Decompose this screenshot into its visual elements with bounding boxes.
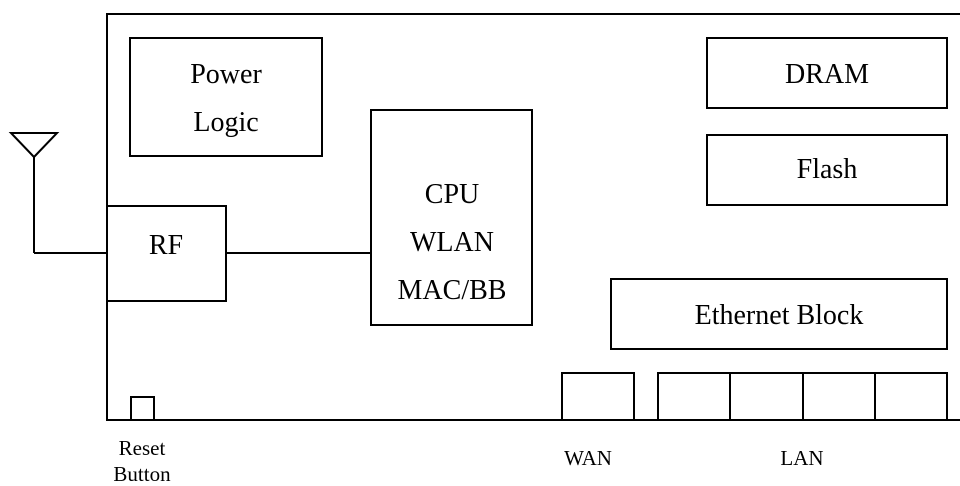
reset-label-line1: Reset bbox=[119, 436, 166, 460]
antenna-icon bbox=[8, 132, 107, 254]
lan-port bbox=[729, 372, 804, 421]
dram-block: DRAM bbox=[706, 37, 948, 109]
reset-button-icon bbox=[130, 396, 155, 421]
wan-label: WAN bbox=[564, 446, 612, 470]
flash-block: Flash bbox=[706, 134, 948, 206]
ethernet-block: Ethernet Block bbox=[610, 278, 948, 350]
lan-ports bbox=[657, 372, 948, 421]
cpu-block: CPU WLAN MAC/BB bbox=[370, 109, 533, 326]
rf-block: RF bbox=[106, 205, 227, 302]
rf-label: RF bbox=[149, 230, 183, 261]
cpu-label-line2: WLAN bbox=[410, 227, 494, 258]
power-logic-block: Power Logic bbox=[129, 37, 323, 157]
wan-port bbox=[561, 372, 635, 421]
lan-port bbox=[657, 372, 731, 421]
lan-port bbox=[802, 372, 876, 421]
power-logic-label-line1: Power bbox=[190, 59, 262, 90]
cpu-label-line3: MAC/BB bbox=[398, 275, 507, 306]
dram-label: DRAM bbox=[785, 59, 869, 90]
flash-label: Flash bbox=[797, 154, 858, 185]
lan-label: LAN bbox=[780, 446, 823, 470]
reset-label-line2: Button bbox=[113, 462, 171, 486]
ethernet-label: Ethernet Block bbox=[695, 300, 864, 331]
power-logic-label-line2: Logic bbox=[193, 107, 258, 138]
cpu-label-line1: CPU bbox=[425, 179, 479, 210]
lan-port bbox=[874, 372, 948, 421]
